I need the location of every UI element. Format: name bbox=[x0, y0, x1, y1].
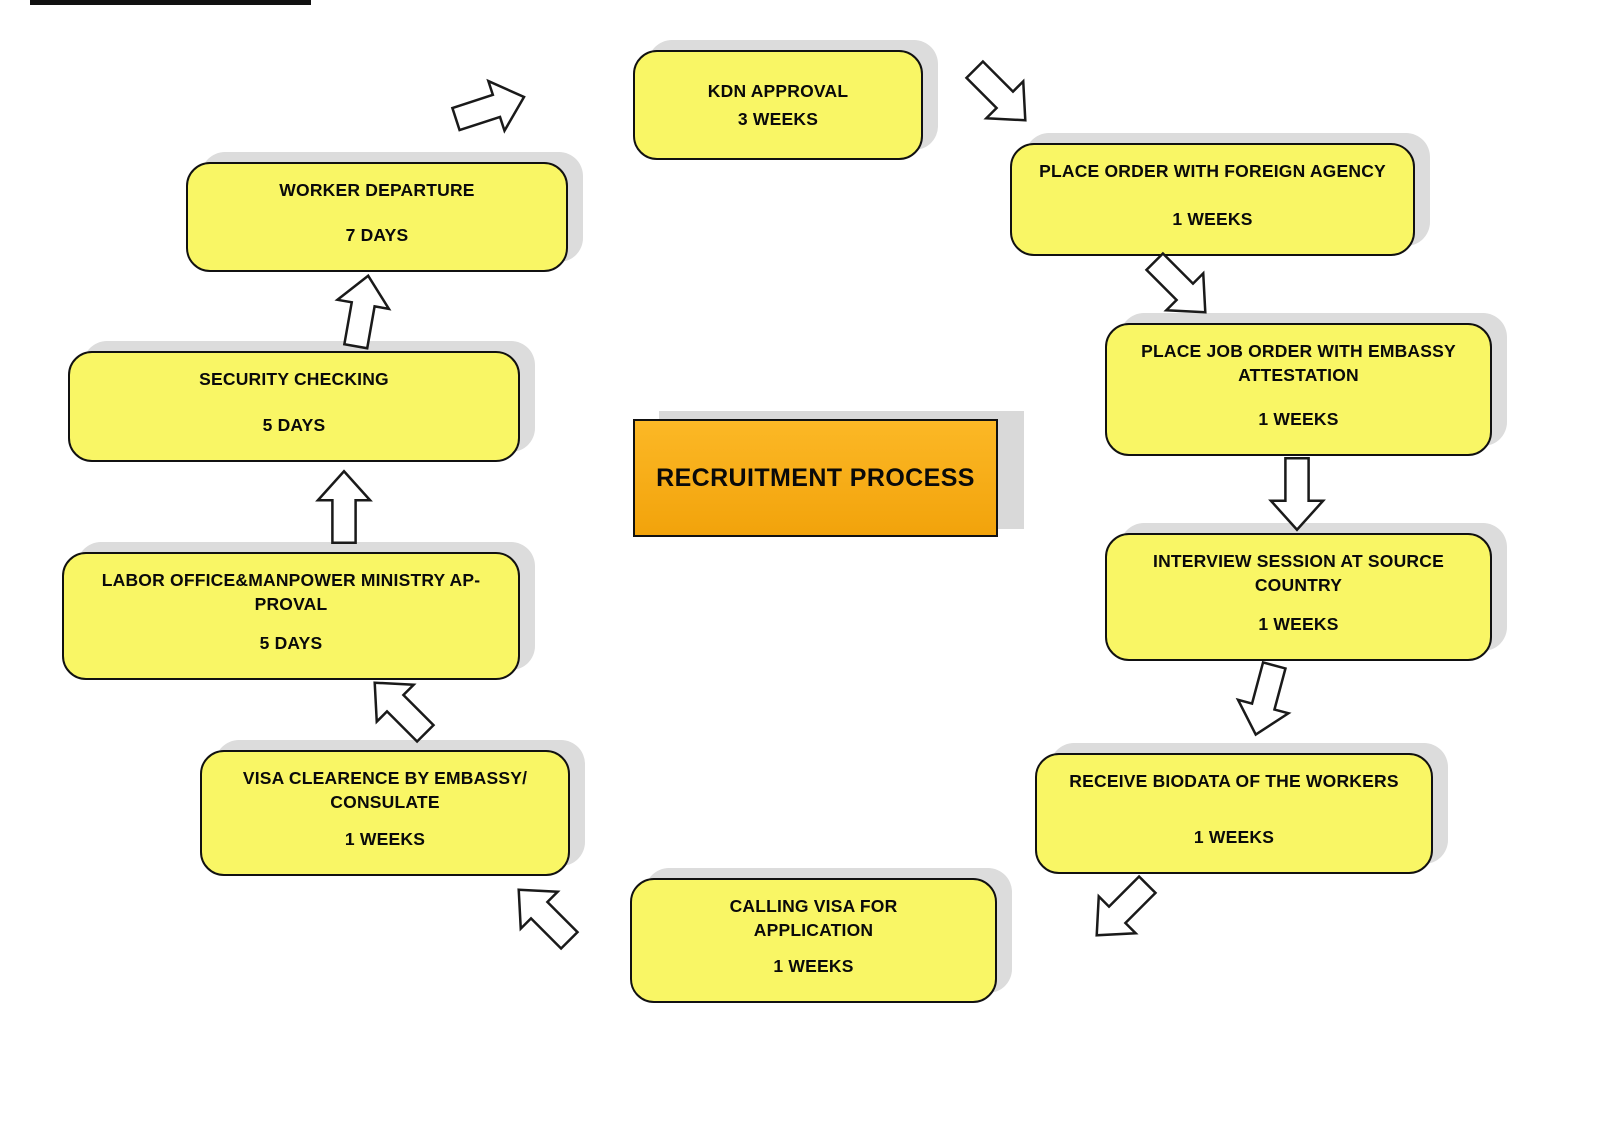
page-border-fragment bbox=[30, 0, 311, 5]
arrow-kdn-to-place-order-icon bbox=[952, 47, 1048, 143]
node-labor-office-manpower-ministry-approval: LABOR OFFICE&MANPOWER MINISTRY AP- PROVA… bbox=[62, 552, 520, 680]
node-title: WORKER DEPARTURE bbox=[279, 180, 475, 200]
node-title: RECEIVE BIODATA OF THE WORKERS bbox=[1069, 771, 1399, 791]
node-title: LABOR OFFICE&MANPOWER MINISTRY AP- PROVA… bbox=[101, 570, 481, 614]
diagram-title: RECRUITMENT PROCESS bbox=[656, 463, 975, 492]
arrow-calling-visa-to-visa-clearence-icon bbox=[496, 867, 592, 963]
arrow-place-order-to-place-job-order-icon bbox=[1132, 239, 1228, 335]
node-duration: 1 WEEKS bbox=[1258, 614, 1339, 634]
node-duration: 1 WEEKS bbox=[1193, 827, 1275, 847]
node-duration: 5 DAYS bbox=[259, 633, 323, 653]
node-place-job-order-with-embassy-attestation: PLACE JOB ORDER WITH EMBASSY ATTESTATION… bbox=[1105, 323, 1492, 456]
node-place-order-with-foreign-agency: PLACE ORDER WITH FOREIGN AGENCY 1 WEEKS bbox=[1010, 143, 1415, 256]
arrow-receive-biodata-to-calling-visa-icon bbox=[1074, 862, 1170, 958]
node-title: INTERVIEW SESSION AT SOURCE COUNTRY bbox=[1153, 551, 1444, 595]
node-title: PLACE ORDER WITH FOREIGN AGENCY bbox=[1039, 161, 1386, 181]
arrow-interview-to-receive-biodata-icon bbox=[1227, 655, 1303, 745]
node-duration: 1 WEEKS bbox=[344, 829, 426, 849]
node-duration: 1 WEEKS bbox=[1258, 409, 1339, 429]
node-duration: 5 DAYS bbox=[262, 415, 326, 435]
node-duration: 1 WEEKS bbox=[773, 956, 854, 976]
node-interview-session-at-source-country: INTERVIEW SESSION AT SOURCE COUNTRY 1 WE… bbox=[1105, 533, 1492, 661]
node-visa-clearence-by-embassy-consulate: VISA CLEARENCE BY EMBASSY/ CONSULATE 1 W… bbox=[200, 750, 570, 876]
diagram-title-plate: RECRUITMENT PROCESS bbox=[633, 419, 998, 537]
node-calling-visa-for-application: CALLING VISA FOR APPLICATION 1 WEEKS bbox=[630, 878, 997, 1003]
arrow-visa-clearence-to-labor-office-icon bbox=[352, 660, 448, 756]
arrow-security-checking-to-worker-departure-icon bbox=[327, 268, 398, 355]
node-security-checking: SECURITY CHECKING 5 DAYS bbox=[68, 351, 520, 462]
arrow-labor-office-to-security-checking-icon bbox=[315, 468, 373, 546]
node-title: CALLING VISA FOR APPLICATION bbox=[729, 896, 898, 940]
arrow-worker-departure-to-kdn-icon bbox=[444, 68, 536, 147]
node-duration: 1 WEEKS bbox=[1172, 209, 1253, 229]
node-kdn-approval: KDN APPROVAL 3 WEEKS bbox=[633, 50, 923, 160]
node-duration: 3 WEEKS bbox=[737, 108, 819, 129]
node-title: PLACE JOB ORDER WITH EMBASSY ATTESTATION bbox=[1141, 341, 1456, 385]
node-duration: 7 DAYS bbox=[345, 225, 409, 245]
arrow-place-job-order-to-interview-icon bbox=[1268, 455, 1326, 533]
node-receive-biodata-of-the-workers: RECEIVE BIODATA OF THE WORKERS 1 WEEKS bbox=[1035, 753, 1433, 874]
node-title: SECURITY CHECKING bbox=[199, 369, 389, 389]
node-title: KDN APPROVAL bbox=[707, 81, 849, 102]
node-title: VISA CLEARENCE BY EMBASSY/ CONSULATE bbox=[242, 768, 528, 812]
node-worker-departure: WORKER DEPARTURE 7 DAYS bbox=[186, 162, 568, 272]
